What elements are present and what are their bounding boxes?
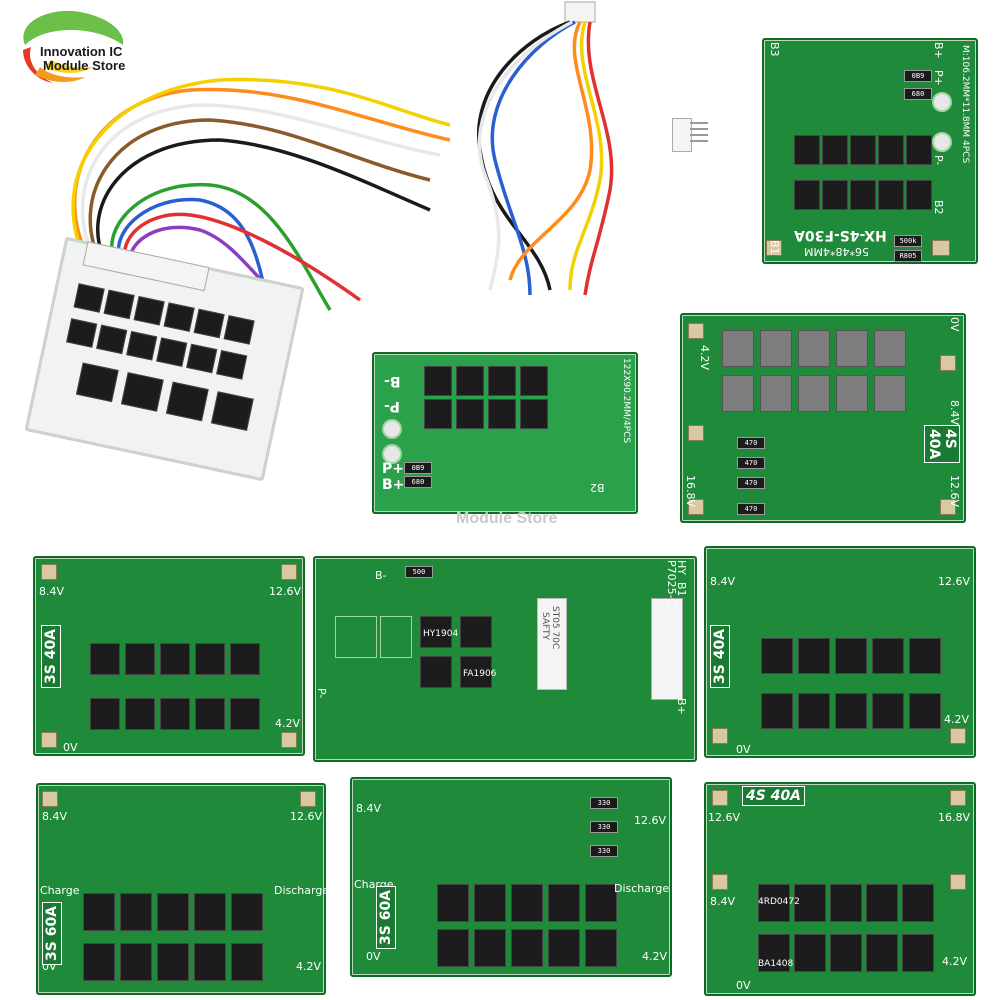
resistor-label: 470 bbox=[737, 457, 765, 469]
pad-label-bminus: B- bbox=[384, 373, 401, 389]
voltage-label: 8.4V bbox=[710, 895, 736, 908]
resistor-label: 470 bbox=[737, 437, 765, 449]
board-rating-badge: 3S 60A bbox=[42, 901, 62, 965]
resistor-label: 470 bbox=[737, 503, 765, 515]
voltage-label: 0V bbox=[948, 317, 961, 332]
mosfet-label: BA1408 bbox=[758, 959, 794, 969]
board-rating-badge: 3S 40A bbox=[41, 624, 61, 688]
pin-header bbox=[672, 118, 692, 152]
wire-harness-middle bbox=[477, 1, 614, 296]
resistor-label: 680 bbox=[904, 88, 932, 100]
pad-label-b2: B2 bbox=[590, 481, 605, 494]
resistor-label: R805 bbox=[894, 250, 922, 262]
pad-label-bplus: B+ bbox=[382, 477, 405, 493]
resistor-label: 330 bbox=[590, 821, 618, 833]
voltage-label: 16.8V bbox=[684, 475, 697, 508]
pad-label-bplus: B+ bbox=[675, 698, 688, 715]
pad-label-bminus: B- bbox=[375, 569, 387, 582]
wire-harness-left bbox=[71, 77, 451, 321]
pad-label-pminus: P- bbox=[384, 398, 400, 414]
fuse-label: ST05 70C bbox=[550, 606, 560, 650]
resistor-label: 470 bbox=[737, 477, 765, 489]
voltage-label: 4.2V bbox=[698, 345, 711, 371]
voltage-label: 8.4V bbox=[39, 585, 65, 598]
bms-board-hy-p7025: HY1904 FA1906 ST05 70C SAFTY 500 HY P702… bbox=[313, 556, 697, 762]
board-dims-label: 56*48*4MM bbox=[804, 245, 869, 258]
resistor-label: 500 bbox=[405, 566, 433, 578]
pad-label-pplus: P+ bbox=[382, 461, 404, 477]
voltage-label: 0V bbox=[736, 979, 751, 992]
voltage-label: 4.2V bbox=[944, 713, 970, 726]
balance-connector bbox=[651, 598, 683, 700]
resistor-label: 680 bbox=[404, 476, 432, 488]
mosfet-label: HY1904 bbox=[423, 629, 459, 639]
voltage-label: 8.4V bbox=[356, 802, 382, 815]
voltage-label: 12.6V bbox=[290, 810, 323, 823]
voltage-label: 12.6V bbox=[269, 585, 302, 598]
board-model-label: HX-4S-F30A bbox=[794, 227, 887, 243]
bms-board-4s-40a-bottom: 4RD0472 BA1408 4S 40A 12.6V 16.8V 8.4V 4… bbox=[704, 782, 976, 996]
bms-board-3s-60a-left: 8.4V 12.6V 4.2V 0V Charge Discharge 3S 6… bbox=[36, 783, 330, 995]
leaf-logo-icon bbox=[23, 10, 124, 83]
voltage-label: 4.2V bbox=[642, 950, 668, 963]
bms-board-3s-40a-left: 8.4V 12.6V 4.2V 0V 3S 40A bbox=[33, 556, 305, 756]
voltage-label: 0V bbox=[42, 960, 57, 973]
voltage-label: 12.6V bbox=[938, 575, 971, 588]
voltage-label: 0V bbox=[63, 741, 78, 754]
fuse-label: SAFTY bbox=[540, 612, 550, 641]
board-edge-label: 122X90.2MM/4PCS bbox=[621, 358, 631, 444]
voltage-label: 12.6V bbox=[708, 811, 741, 824]
bms-board-4s-40a-top: 470 470 470 470 4.2V 8.4V 12.6V 16.8V 0V… bbox=[680, 313, 966, 523]
watermark-text: Module Store bbox=[456, 510, 558, 527]
voltage-label: 16.8V bbox=[938, 811, 971, 824]
bms-board-3s-40a-right: 8.4V 12.6V 4.2V 0V 3S 40A bbox=[704, 546, 976, 758]
board-rating-badge: 3S 40A bbox=[710, 624, 730, 688]
voltage-label: 8.4V bbox=[710, 575, 736, 588]
board-edge-label: M:106.2MM*11.8MM 4PCS bbox=[960, 45, 970, 164]
voltage-label: 0V bbox=[366, 950, 381, 963]
voltage-label: 4.2V bbox=[942, 955, 968, 968]
bms-board-3s-60a-mid: 330 330 330 8.4V 12.6V 4.2V 0V Charge Di… bbox=[350, 777, 672, 977]
resistor-label: 0B9 bbox=[904, 70, 932, 82]
pad-label-pminus: P- bbox=[315, 688, 328, 699]
board-rating-badge: 4S 40A bbox=[924, 425, 960, 464]
resistor-label: 330 bbox=[590, 845, 618, 857]
resistor-label: 0B9 bbox=[404, 462, 432, 474]
resistor-label: 500k bbox=[894, 235, 922, 247]
voltage-label: 0V bbox=[736, 743, 751, 756]
voltage-label: 12.6V bbox=[948, 475, 961, 508]
charge-label: Charge bbox=[40, 884, 80, 897]
voltage-label: 8.4V bbox=[948, 400, 961, 426]
board-rating-badge: 4S 40A bbox=[742, 786, 806, 806]
pad-label-b2: B2 bbox=[932, 200, 945, 215]
brand-name-line1: Innovation IC bbox=[40, 44, 123, 59]
voltage-label: 8.4V bbox=[42, 810, 68, 823]
pad-label-pminus: P- bbox=[932, 155, 945, 166]
pad-label-b1: B1 bbox=[675, 582, 688, 597]
resistor-label: 330 bbox=[590, 797, 618, 809]
bms-board-hx4s-f30a: 0B9 680 500k R805 HX-4S-F30A 56*48*4MM M… bbox=[762, 38, 978, 264]
pad-label-pplus: P+ bbox=[932, 70, 945, 86]
discharge-label: Discharge bbox=[274, 884, 330, 897]
brand-logo: Innovation IC Module Store bbox=[5, 5, 130, 85]
thermal-fuse bbox=[537, 598, 567, 690]
mosfet-label: FA1906 bbox=[463, 669, 497, 679]
mosfet-label: 4RD0472 bbox=[758, 897, 800, 907]
charge-label: Charge bbox=[354, 878, 394, 891]
voltage-label: 4.2V bbox=[296, 960, 322, 973]
pad-label-b3: B3 bbox=[768, 42, 781, 57]
board-rating-badge: 3S 60A bbox=[376, 885, 396, 949]
pad-label-b1: B1 bbox=[768, 240, 781, 255]
voltage-label: 12.6V bbox=[634, 814, 667, 827]
pad-label-bplus: B+ bbox=[932, 42, 945, 59]
voltage-label: 4.2V bbox=[275, 717, 301, 730]
bms-board-3s-small: 0B9 680 B- P- P+ B+ B2 122X90.2MM/4PCS bbox=[372, 352, 638, 514]
brand-name-line2: Module Store bbox=[43, 58, 126, 73]
discharge-label: Discharge bbox=[614, 882, 670, 895]
